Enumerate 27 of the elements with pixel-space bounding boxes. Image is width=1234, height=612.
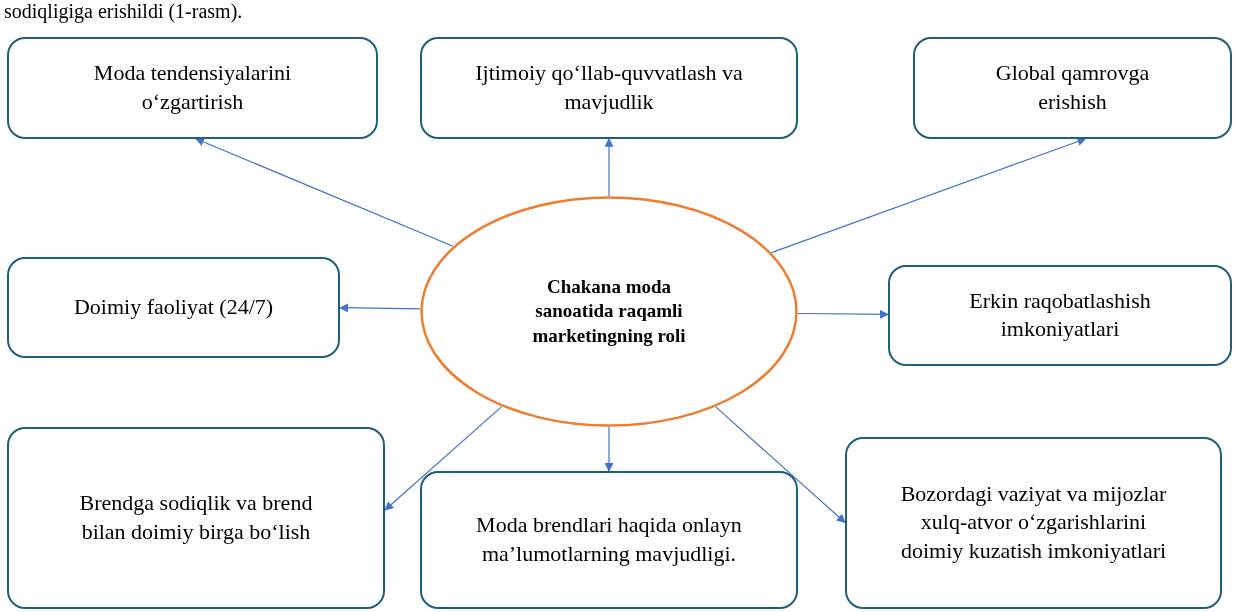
topic-box [7,37,378,139]
arrow [604,426,614,472]
arrow [339,303,421,313]
text-line: sodiqligiga erishildi (1-rasm). [4,0,243,22]
arrow [797,309,889,319]
arrow [604,137,614,197]
topic-box [7,257,340,359]
topic-box [845,436,1222,609]
box-text: Brendga sodiqlik va brend bilan doimiy birga bo‘lish [78,489,314,546]
box-text: Moda brendlari haqida onlayn ma’lumotlarning mavjudligi. [475,511,743,568]
box-text: Erkin raqobatlashish imkoniyatlari [968,286,1152,344]
topic-box [420,471,798,609]
box-text: Chakana moda sanoatida raqamli marketingning roli [531,274,687,348]
topic-box [913,37,1232,139]
arrow [770,137,1087,254]
box-text: Global qamrovga erishish [994,59,1151,117]
topic-box [420,37,798,139]
arrow [715,406,846,524]
box-text: Doimiy faoliyat (24/7) [72,293,275,322]
arrow [384,406,503,511]
box-text: Moda tendensiyalarini o‘zgartirish [92,59,293,117]
central-ellipse [420,196,798,428]
topic-box [7,427,385,609]
arrow [195,137,454,247]
box-text: Ijtimoiy qo‘llab-quvvatlash va mavjudlik [474,59,744,117]
topic-box [888,264,1232,366]
box-text: Bozordagi vaziyat va mijozlar xulq-atvor o‘zgarishlarini doimiy kuzatish imkoniyatlari [899,479,1168,565]
